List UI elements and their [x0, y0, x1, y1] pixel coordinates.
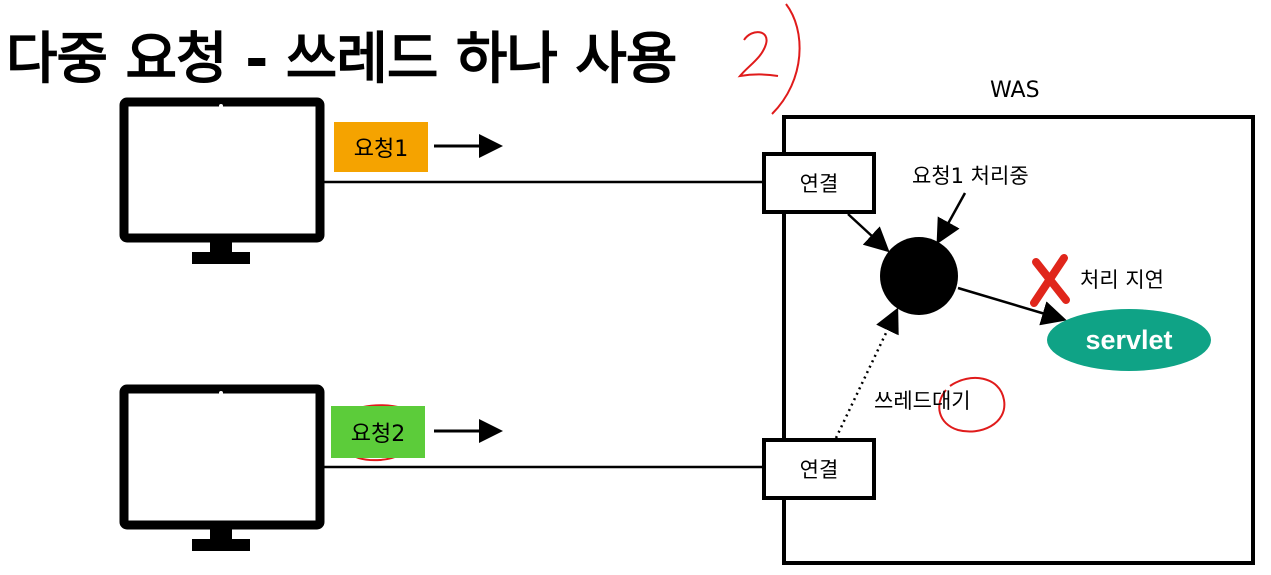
delay-label: 처리 지연 [1080, 268, 1164, 292]
handwritten-paren-icon [771, 3, 801, 115]
thread-circle [880, 237, 958, 315]
thread-wait-prefix: 쓰레드 [874, 389, 932, 413]
client-monitor-icon [119, 97, 325, 264]
assign-arrow [847, 213, 890, 253]
thread-status-label: 요청1 처리중 [912, 164, 1029, 188]
request-1-badge: 요청1 [334, 122, 428, 172]
status-pointer-arrow [936, 192, 967, 245]
servlet-node: servlet [1047, 309, 1211, 371]
connection-box-2: 연결 [762, 438, 876, 500]
wait-circle-annotation-icon [938, 377, 1006, 433]
connection-box-1: 연결 [762, 152, 876, 214]
thread-wait-highlight: 대기 [931, 389, 971, 413]
servlet-call-arrow [957, 286, 1067, 326]
page-title: 다중 요청 - 쓰레드 하나 사용 [6, 27, 677, 92]
was-container [782, 115, 1255, 565]
client-monitor-icon [119, 384, 325, 551]
handwritten-two-icon [737, 31, 779, 78]
thread-wait-label: 쓰레드대기 [874, 385, 971, 415]
was-label: WAS [990, 78, 1040, 103]
delay-x-icon [1030, 254, 1070, 307]
waiting-dotted-arrow [834, 307, 899, 439]
request-2-badge: 요청2 [331, 406, 425, 458]
